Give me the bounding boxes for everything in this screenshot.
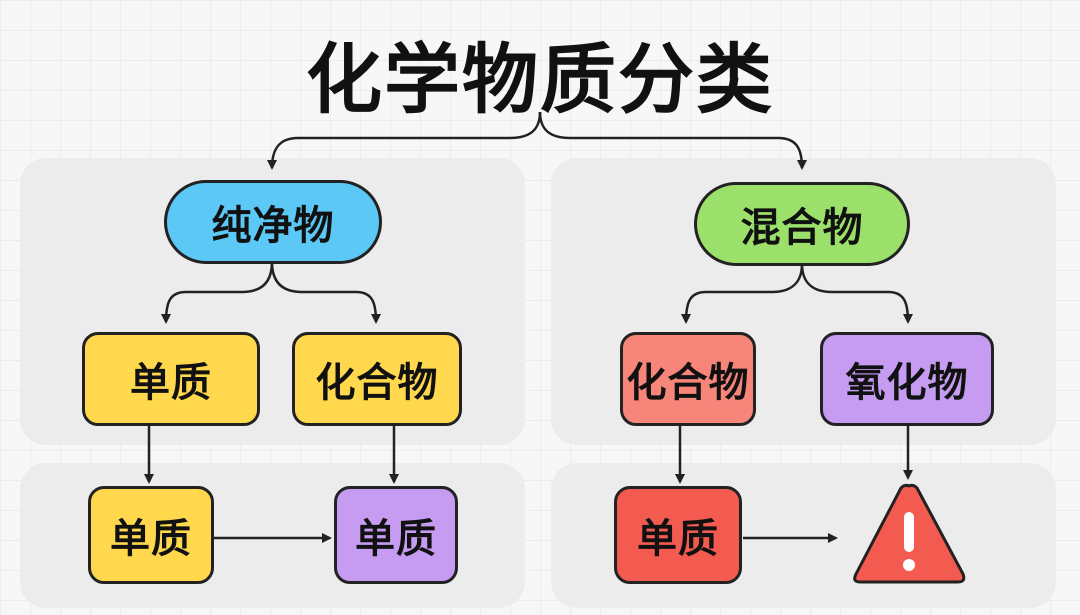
mixture-compound-node: 化合物	[620, 332, 756, 426]
oxide-node: 氧化物	[820, 332, 994, 426]
element-node: 单质	[82, 332, 260, 426]
compound-node: 化合物	[292, 332, 462, 426]
page-title: 化学物质分类	[306, 35, 774, 124]
title-brace-connector	[267, 111, 542, 170]
mixture-branch-connector	[681, 263, 804, 324]
element-node-bottom-purple: 单质	[334, 486, 458, 584]
element-node-bottom-yellow: 单质	[88, 486, 214, 584]
element-node-bottom-red: 单质	[614, 486, 742, 584]
pure-substance-node: 纯净物	[164, 180, 382, 264]
pure-branch-connector	[161, 261, 274, 324]
mixture-node: 混合物	[694, 182, 910, 266]
